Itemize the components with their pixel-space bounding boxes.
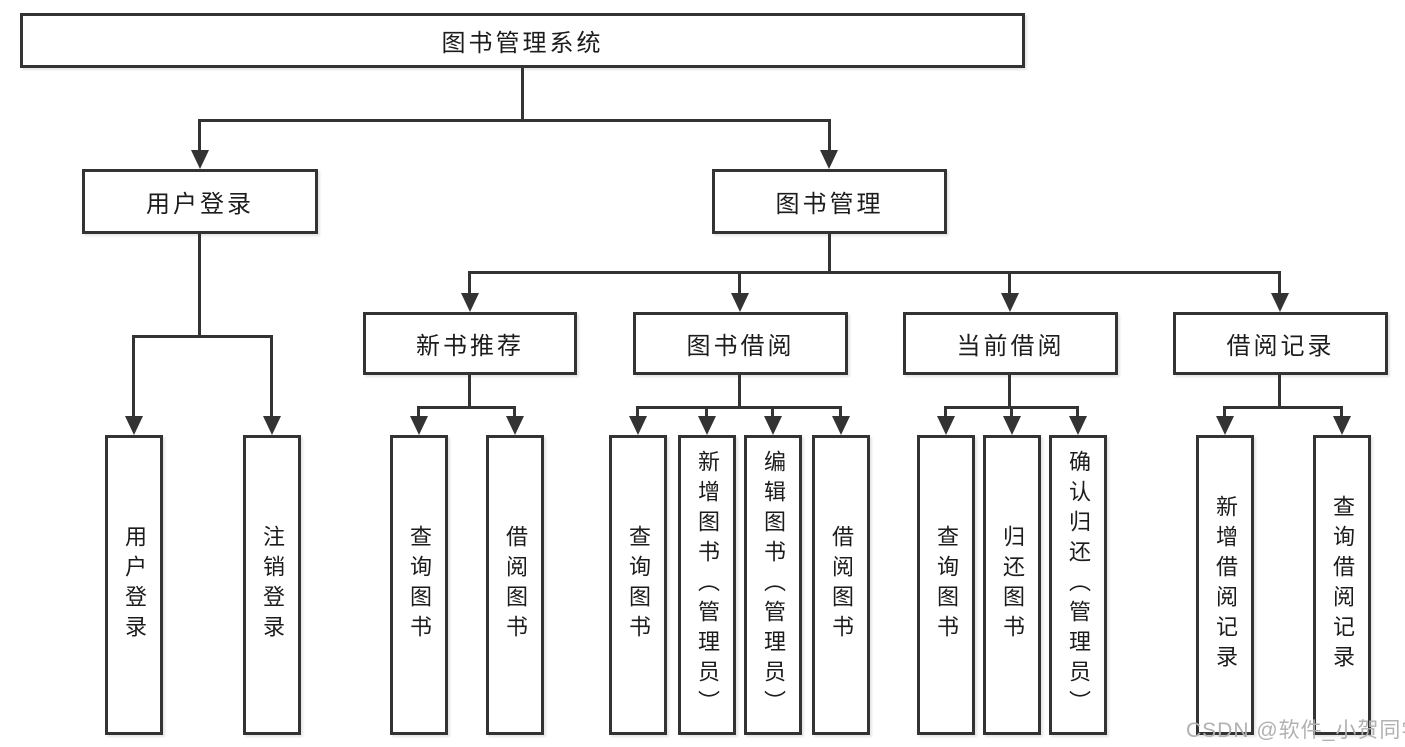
arrowhead-leaf <box>1069 416 1087 435</box>
connector-stem-borrow-record <box>1278 271 1281 295</box>
connector-stem-leaf <box>636 406 639 419</box>
connector-stem-user-login <box>198 119 201 152</box>
leaf-borrow-book: 借阅图书 <box>812 435 870 735</box>
leaf-confirm-return-admin: 确认归还（管理员） <box>1049 435 1107 735</box>
connector-stem-leaf <box>839 406 842 419</box>
node-label: 借阅记录 <box>1226 333 1335 360</box>
leaf-label: 查询借阅记录 <box>1330 495 1355 675</box>
node-new-book-recommend: 新书推荐 <box>363 312 577 375</box>
arrowhead-leaf <box>410 416 428 435</box>
arrowhead-user-login <box>191 150 209 169</box>
connector-stem-book-management <box>828 119 831 152</box>
connector-book-borrow-rail <box>636 406 842 409</box>
connector-borrow-record-drop <box>1278 374 1281 409</box>
leaf-query-borrow-record: 查询借阅记录 <box>1313 435 1371 735</box>
leaf-edit-book-admin: 编辑图书（管理员） <box>744 435 802 735</box>
connector-stem-leaf <box>1076 406 1079 419</box>
connector-book-management-drop <box>828 233 831 274</box>
leaf-label: 确认归还（管理员） <box>1066 450 1091 720</box>
node-borrow-record: 借阅记录 <box>1173 312 1388 375</box>
connector-stem-leaf-user-login <box>132 335 135 418</box>
connector-stem-leaf-logout <box>270 335 273 418</box>
connector-borrow-record-rail <box>1223 406 1343 409</box>
connector-level3-rail <box>468 271 1281 274</box>
arrowhead-leaf <box>1333 416 1351 435</box>
leaf-user-login: 用户登录 <box>105 435 163 735</box>
connector-stem-leaf <box>513 406 516 419</box>
node-label: 图书借阅 <box>686 333 795 360</box>
leaf-return-book: 归还图书 <box>983 435 1041 735</box>
connector-current-borrow-drop <box>1008 374 1011 409</box>
arrowhead-book-management <box>820 150 838 169</box>
connector-stem-leaf <box>705 406 708 419</box>
arrowhead-leaf <box>764 416 782 435</box>
leaf-label: 查询图书 <box>407 525 432 645</box>
connector-new-book-rail <box>417 406 516 409</box>
leaf-add-borrow-record: 新增借阅记录 <box>1196 435 1254 735</box>
leaf-label: 编辑图书（管理员） <box>761 450 786 720</box>
leaf-label: 借阅图书 <box>829 525 854 645</box>
node-user-login: 用户登录 <box>82 169 318 234</box>
connector-user-login-drop <box>198 233 201 337</box>
connector-stem-leaf <box>417 406 420 419</box>
leaf-label: 用户登录 <box>122 525 147 645</box>
connector-stem-current-borrow <box>1008 271 1011 295</box>
connector-stem-leaf <box>944 406 947 419</box>
leaf-query-book-current: 查询图书 <box>917 435 975 735</box>
node-book-borrow: 图书借阅 <box>633 312 848 375</box>
connector-root-drop <box>521 68 524 122</box>
leaf-label: 新增图书（管理员） <box>695 450 720 720</box>
leaf-label: 查询图书 <box>934 525 959 645</box>
connector-stem-leaf <box>771 406 774 419</box>
node-label: 图书管理 <box>775 191 884 218</box>
leaf-label: 注销登录 <box>260 525 285 645</box>
arrowhead-leaf <box>506 416 524 435</box>
arrowhead-book-borrow <box>731 293 749 312</box>
node-book-management: 图书管理 <box>712 169 947 234</box>
leaf-label: 归还图书 <box>1000 525 1025 645</box>
leaf-query-book-borrow: 查询图书 <box>609 435 667 735</box>
leaf-query-book-recommend: 查询图书 <box>390 435 448 735</box>
leaf-logout: 注销登录 <box>243 435 301 735</box>
node-label: 图书管理系统 <box>441 30 604 57</box>
node-label: 当前借阅 <box>956 333 1065 360</box>
leaf-label: 新增借阅记录 <box>1213 495 1238 675</box>
leaf-borrow-book-recommend: 借阅图书 <box>486 435 544 735</box>
connector-user-login-rail <box>132 335 273 338</box>
arrowhead-leaf <box>698 416 716 435</box>
leaf-add-book-admin: 新增图书（管理员） <box>678 435 736 735</box>
arrowhead-leaf <box>1003 416 1021 435</box>
csdn-watermark: CSDN @软件_小贺同学 <box>1186 719 1405 742</box>
arrowhead-leaf <box>629 416 647 435</box>
connector-new-book-drop <box>468 374 471 409</box>
connector-stem-new-book <box>468 271 471 295</box>
connector-level2-rail <box>198 119 831 122</box>
connector-stem-leaf <box>1340 406 1343 419</box>
arrowhead-leaf <box>937 416 955 435</box>
node-library-management-system: 图书管理系统 <box>20 13 1025 68</box>
arrowhead-leaf <box>1216 416 1234 435</box>
arrowhead-borrow-record <box>1271 293 1289 312</box>
leaf-label: 借阅图书 <box>503 525 528 645</box>
arrowhead-new-book <box>461 293 479 312</box>
arrowhead-leaf-user-login <box>125 416 143 435</box>
node-label: 新书推荐 <box>416 333 524 360</box>
leaf-label: 查询图书 <box>626 525 651 645</box>
arrowhead-leaf <box>832 416 850 435</box>
connector-stem-leaf <box>1223 406 1226 419</box>
connector-stem-book-borrow <box>738 271 741 295</box>
node-current-borrow: 当前借阅 <box>903 312 1118 375</box>
connector-book-borrow-drop <box>738 374 741 409</box>
arrowhead-current-borrow <box>1001 293 1019 312</box>
node-label: 用户登录 <box>146 191 254 218</box>
arrowhead-leaf-logout <box>263 416 281 435</box>
connector-stem-leaf <box>1010 406 1013 419</box>
